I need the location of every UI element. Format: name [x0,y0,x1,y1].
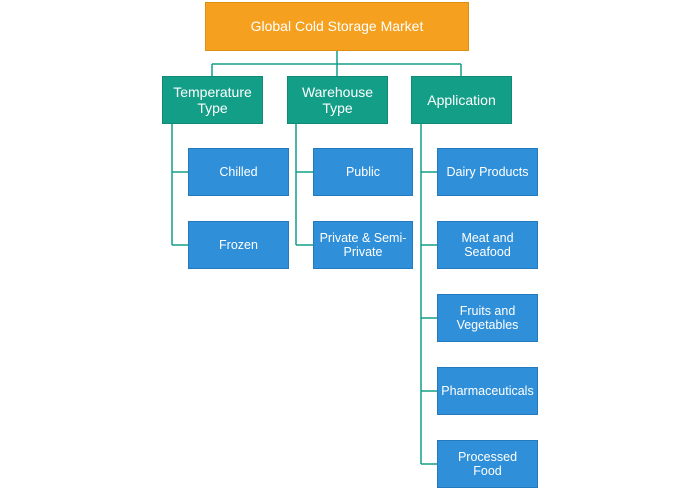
category-label-line: Application [427,91,496,108]
category-warehouse-type: Warehouse Type [287,76,388,124]
leaf-meat-and-seafood: Meat and Seafood [437,221,538,269]
leaf-dairy-products: Dairy Products [437,148,538,196]
leaf-label-line: Dairy Products [446,164,529,179]
leaf-pharmaceuticals: Pharmaceuticals [437,367,538,415]
leaf-label-line: Meat and [461,230,514,245]
leaf-label-line: Private & Semi- [319,230,407,245]
leaf-private-semi-private: Private & Semi- Private [313,221,413,269]
leaf-chilled: Chilled [188,148,289,196]
category-label-line: Type [197,100,228,116]
leaf-label-line: Pharmaceuticals [441,383,534,398]
leaf-label-line: Public [345,164,381,179]
leaf-label-line: Frozen [219,237,258,252]
root-node: Global Cold Storage Market [205,2,469,51]
leaf-processed-food: Processed Food [437,440,538,488]
category-temperature-type: Temperature Type [162,76,263,124]
category-label-line: Temperature [173,83,252,100]
root-label: Global Cold Storage Market [250,18,424,35]
leaf-label-line: Processed Food [457,449,518,478]
leaf-public: Public [313,148,413,196]
leaf-label-line: Fruits and [459,303,516,318]
leaf-label-line: Private [343,245,383,259]
leaf-label-line: Vegetables [456,318,519,332]
category-label-line: Warehouse [301,83,374,100]
leaf-label-line: Chilled [219,164,258,179]
category-label-line: Type [322,100,353,116]
category-application: Application [411,76,512,124]
leaf-label-line: Seafood [464,245,511,259]
leaf-frozen: Frozen [188,221,289,269]
leaf-fruits-and-vegetables: Fruits and Vegetables [437,294,538,342]
